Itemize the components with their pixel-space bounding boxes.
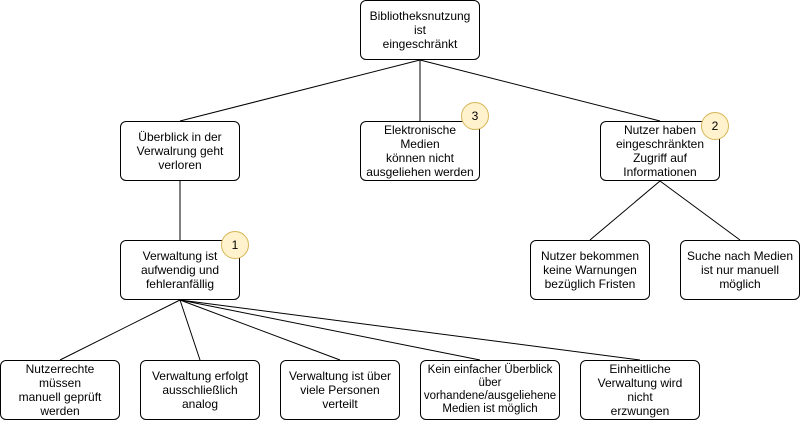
node-overview-lost[interactable]: Überblick in der Verwalrung geht verlore… — [120, 121, 240, 181]
node-analog-admin[interactable]: Verwaltung erfolgt ausschließlich analog — [140, 360, 260, 420]
node-limited-access[interactable]: Nutzer haben eingeschränkten Zugriff auf… — [600, 121, 720, 181]
edge-admin-rights — [59, 299, 181, 361]
badge-3: 3 — [461, 102, 489, 130]
edge-admin-uniform — [179, 299, 641, 361]
badge-2: 2 — [701, 112, 729, 140]
node-electronic-media[interactable]: Elektronische Medien können nicht ausgel… — [360, 121, 480, 181]
node-manual-search[interactable]: Suche nach Medien ist nur manuell möglic… — [680, 240, 800, 300]
badge-1: 1 — [221, 231, 249, 259]
edge-admin-analog — [179, 299, 201, 361]
edge-admin-persons — [179, 299, 341, 361]
edge-admin-overview — [179, 299, 481, 361]
node-no-overview[interactable]: Kein einfacher Überblick über vorhandene… — [420, 360, 560, 420]
node-root[interactable]: Bibliotheksnutzung ist eingeschränkt — [360, 0, 480, 60]
edge-root-overview — [179, 59, 421, 122]
edge-access-search — [659, 180, 741, 241]
node-many-persons[interactable]: Verwaltung ist über viele Personen verte… — [280, 360, 400, 420]
node-user-rights[interactable]: Nutzerrechte müssen manuell geprüft werd… — [0, 360, 120, 420]
node-admin-complex[interactable]: Verwaltung ist aufwendig und fehleranfäl… — [120, 240, 240, 300]
edge-access-warnings — [589, 180, 661, 241]
node-no-uniform[interactable]: Einheitliche Verwaltung wird nicht erzwu… — [580, 360, 700, 420]
node-no-warnings[interactable]: Nutzer bekommen keine Warnungen bezüglic… — [530, 240, 650, 300]
edge-root-access — [419, 59, 661, 122]
